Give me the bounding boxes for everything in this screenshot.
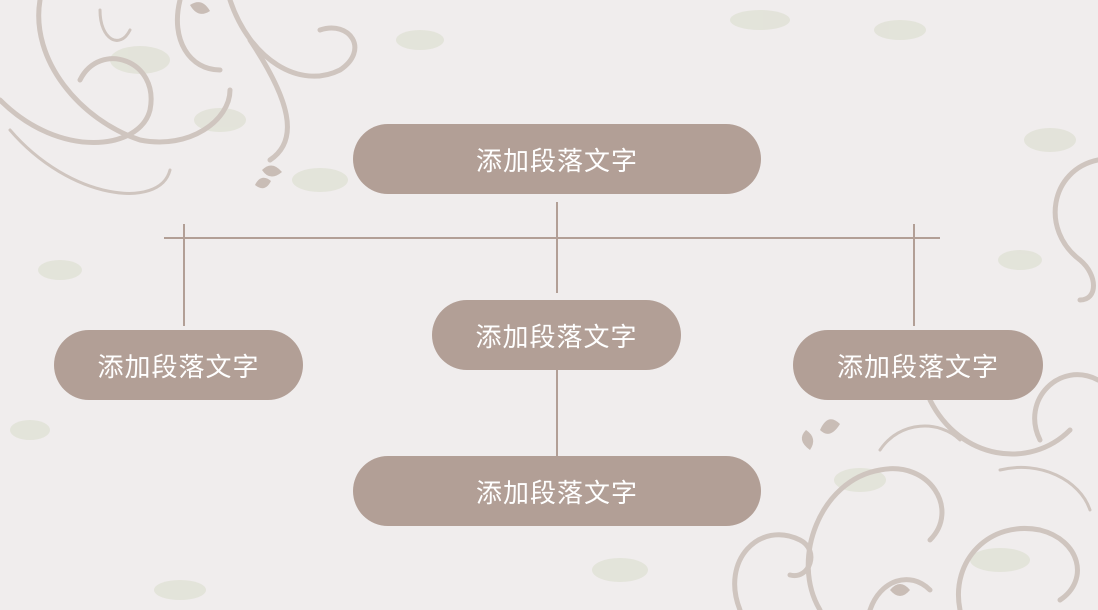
node-right: 添加段落文字	[793, 330, 1043, 400]
node-bottom: 添加段落文字	[353, 456, 761, 526]
node-top: 添加段落文字	[353, 124, 761, 194]
connector-middle-to-bottom	[556, 370, 558, 456]
connector-bus-to-left	[183, 224, 185, 326]
connector-bus-to-right	[913, 224, 915, 326]
node-left: 添加段落文字	[54, 330, 303, 400]
connector-bus-to-middle	[556, 237, 558, 293]
horizontal-bus-line	[164, 237, 940, 239]
node-middle: 添加段落文字	[432, 300, 681, 370]
connector-top-to-bus	[556, 202, 558, 238]
